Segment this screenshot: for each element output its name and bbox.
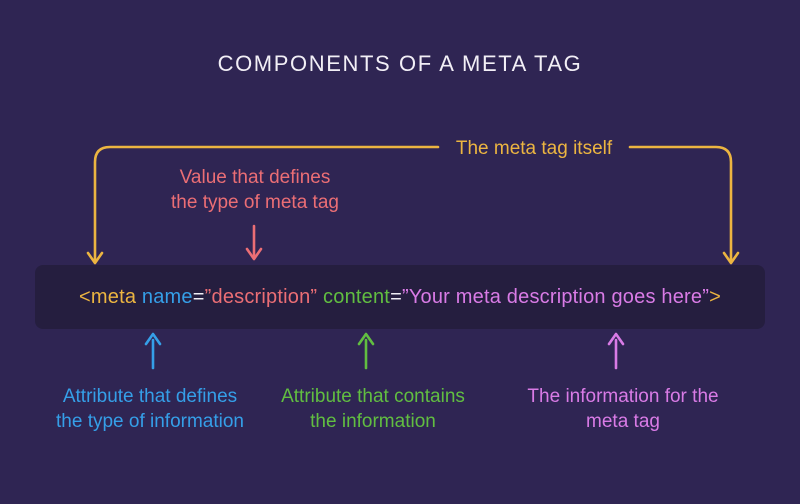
code-token-attr-name: name (141, 285, 193, 308)
code-token-attr-name-value: ”description” (204, 285, 318, 308)
code-token-attr-content-value: ”Your meta description goes here” (401, 285, 710, 308)
label-meta-tag-itself: The meta tag itself (455, 138, 613, 159)
label-information-for: The information for the meta tag (527, 386, 719, 432)
name-up-arrow-icon (144, 332, 162, 370)
code-token-equals-2: = (390, 285, 402, 308)
meta-tag-code: <meta name=”description” content=”Your m… (79, 286, 721, 309)
label-attribute-defines: Attribute that defines the type of infor… (56, 386, 244, 432)
information-up-arrow-icon (607, 332, 625, 370)
meta-tag-code-box: <meta name=”description” content=”Your m… (35, 265, 765, 329)
value-down-arrow-icon (245, 224, 263, 261)
content-up-arrow-icon (357, 332, 375, 370)
code-token-attr-content: content (323, 285, 391, 308)
label-value-defines: Value that defines the type of meta tag (171, 167, 339, 213)
label-attribute-contains: Attribute that contains the information (281, 386, 465, 432)
code-token-equals-1: = (192, 285, 205, 308)
page-title: COMPONENTS OF A META TAG (217, 51, 583, 76)
meta-tag-bracket-down-arrows-icon (86, 145, 740, 265)
code-token-close-tag: > (709, 285, 721, 308)
code-token-open-tag: <meta (79, 285, 142, 308)
